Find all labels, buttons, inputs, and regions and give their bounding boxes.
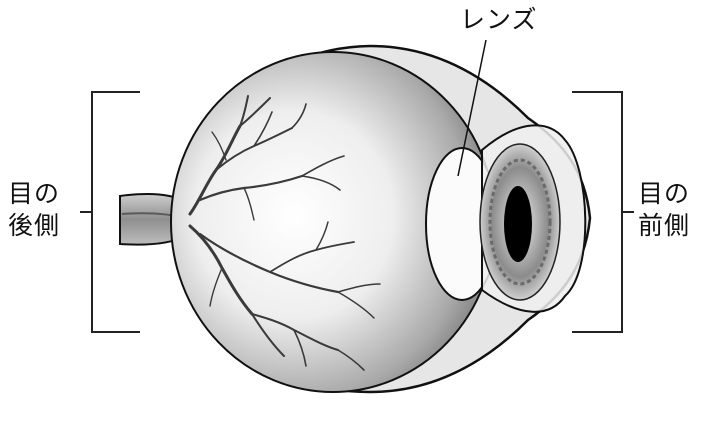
label-front-line-1: 目の: [638, 178, 690, 210]
label-back-line-2: 後側: [8, 210, 60, 242]
label-back-of-eye: 目の 後側: [8, 178, 60, 242]
pupil: [504, 186, 532, 262]
label-lens: レンズ: [460, 4, 538, 36]
label-front-line-2: 前側: [638, 210, 690, 242]
label-back-line-1: 目の: [8, 178, 60, 210]
label-front-of-eye: 目の 前側: [638, 178, 690, 242]
